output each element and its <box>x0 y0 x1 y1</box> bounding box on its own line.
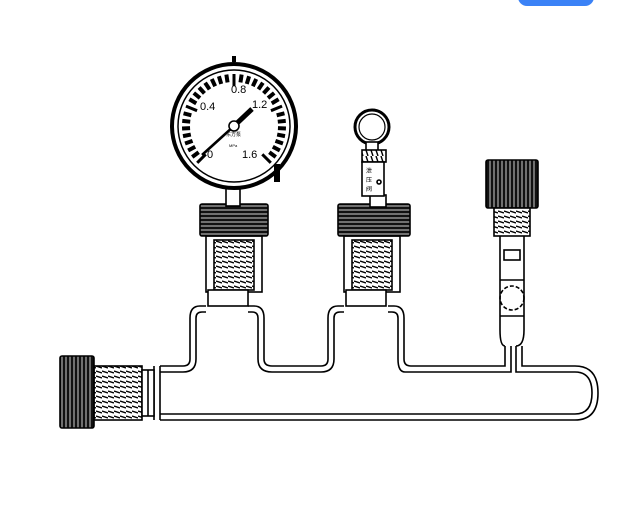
gauge-tick <box>278 121 286 122</box>
gauge-label-1-6: 1.6 <box>242 149 257 161</box>
gauge-label-1-2: 1.2 <box>252 99 267 111</box>
gauge-tick <box>277 135 285 137</box>
relief-valve-fitting <box>338 195 410 306</box>
gauge-tick <box>183 135 191 137</box>
relief-valve-label-3: 阀 <box>366 185 372 193</box>
pressure-gauge: 0 0.4 0.8 1.2 1.6 东方泵 MPa <box>172 56 296 188</box>
gauge-pivot <box>229 121 239 131</box>
gauge-tick <box>226 75 227 83</box>
relief-valve-label-2: 压 <box>366 177 372 184</box>
gauge-tick <box>185 141 193 144</box>
gauge-fitting <box>200 186 268 306</box>
gauge-label-0-4: 0.4 <box>200 101 215 113</box>
gauge-tick <box>277 113 285 115</box>
gauge-tick <box>240 75 241 83</box>
side-tube <box>486 160 538 346</box>
relief-valve-label-1: 泄 <box>366 167 372 175</box>
gauge-label-0-8: 0.8 <box>231 84 246 96</box>
gauge-tick <box>219 76 221 84</box>
gauge-tick <box>247 76 249 84</box>
gauge-tick <box>184 113 192 115</box>
gauge-tick <box>275 141 283 144</box>
gauge-tick <box>182 121 190 122</box>
corner-button[interactable] <box>518 0 594 6</box>
gauge-unit-text: MPa <box>229 143 238 148</box>
relief-valve: 泄 压 阀 <box>355 110 389 196</box>
manifold-pipe <box>154 306 598 420</box>
inlet-connector <box>60 356 154 428</box>
